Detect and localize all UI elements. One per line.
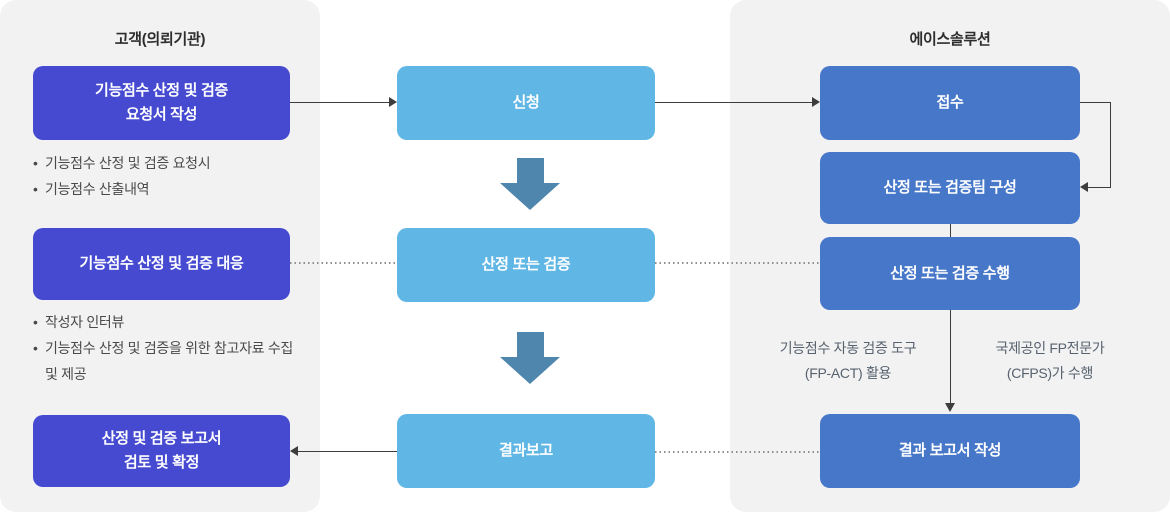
- arrowhead-left-icon: [1080, 182, 1088, 192]
- box-label-line: 접수: [936, 94, 964, 111]
- down-arrow-stem: [516, 158, 544, 183]
- annotation-line: 국제공인 FP전문가: [995, 340, 1105, 356]
- box-label-line: 산정 또는 검증 수행: [890, 264, 1010, 282]
- note-item: 기능점수 산출내역: [33, 176, 309, 202]
- annotation-line: 기능점수 자동 검증 도구: [779, 340, 917, 356]
- provider-step-receive-box: 접수: [820, 66, 1080, 140]
- process-step-apply-box: 신청: [397, 66, 655, 140]
- annotation-line: (CFPS)가 수행: [1006, 365, 1094, 381]
- box-label-line: 신청: [512, 94, 540, 111]
- connector-receive-to-team-bottom: [1087, 187, 1110, 188]
- note-item: 기능점수 산정 및 검증 요청시: [33, 150, 309, 176]
- box-label-line: 기능점수 산정 및 검증: [94, 82, 229, 99]
- connector-respond-to-assess-dotted: [290, 262, 397, 264]
- connector-perform-to-report: [950, 310, 951, 405]
- box-label-line: 기능점수 산정 및 검증 대응: [79, 255, 244, 272]
- client-step-request-box: 기능점수 산정 및 검증 요청서 작성: [33, 66, 290, 140]
- arrowhead-left-icon: [290, 446, 298, 456]
- connector-writereport-to-report-dotted: [655, 451, 820, 453]
- down-arrow-icon: [500, 332, 560, 384]
- provider-step-write-report-box: 결과 보고서 작성: [820, 414, 1080, 488]
- down-arrow-head: [500, 183, 560, 210]
- connector-assess-to-perform-dotted: [655, 262, 820, 264]
- connector-apply-to-receive: [655, 102, 812, 103]
- client-step-review-box: 산정 및 검증 보고서 검토 및 확정: [33, 415, 290, 487]
- provider-step-team-box: 산정 또는 검증팀 구성: [820, 152, 1080, 224]
- box-label-line: 산정 또는 검증: [481, 256, 571, 273]
- box-label-line: 요청서 작성: [125, 106, 198, 123]
- down-arrow-icon: [500, 158, 560, 210]
- down-arrow-stem: [516, 332, 544, 357]
- box-label-line: 결과 보고서 작성: [898, 442, 1002, 459]
- arrowhead-right-icon: [812, 97, 820, 107]
- client-step-request-notes: 기능점수 산정 및 검증 요청시 기능점수 산출내역: [33, 150, 309, 202]
- client-step-respond-box: 기능점수 산정 및 검증 대응: [33, 228, 290, 300]
- arrowhead-right-icon: [389, 97, 397, 107]
- provider-step-perform-box: 산정 또는 검증 수행: [820, 237, 1080, 310]
- box-label-line: 검토 및 확정: [123, 454, 200, 471]
- annotation-cfps: 국제공인 FP전문가 (CFPS)가 수행: [964, 336, 1136, 386]
- box-label-line: 결과보고: [498, 442, 553, 459]
- connector-receive-to-team-elbow: [1080, 102, 1111, 188]
- provider-panel-title: 에이스솔루션: [909, 31, 991, 48]
- client-step-respond-notes: 작성자 인터뷰 기능점수 산정 및 검증을 위한 참고자료 수집 및 제공: [33, 309, 309, 387]
- note-item: 작성자 인터뷰: [33, 309, 309, 335]
- process-step-report-box: 결과보고: [397, 414, 655, 488]
- connector-team-to-perform: [950, 224, 951, 237]
- annotation-line: (FP-ACT) 활용: [804, 365, 892, 381]
- client-panel-title: 고객(의뢰기관): [114, 31, 206, 48]
- process-step-assess-box: 산정 또는 검증: [397, 228, 655, 302]
- down-arrow-head: [500, 357, 560, 384]
- note-item: 기능점수 산정 및 검증을 위한 참고자료 수집 및 제공: [33, 335, 309, 387]
- box-label-line: 산정 및 검증 보고서: [101, 430, 222, 447]
- box-label-line: 산정 또는 검증팀 구성: [883, 179, 1017, 196]
- connector-report-to-review: [297, 451, 397, 452]
- connector-request-to-apply: [290, 102, 390, 103]
- annotation-fp-act: 기능점수 자동 검증 도구 (FP-ACT) 활용: [762, 336, 934, 386]
- arrowhead-down-icon: [945, 403, 955, 412]
